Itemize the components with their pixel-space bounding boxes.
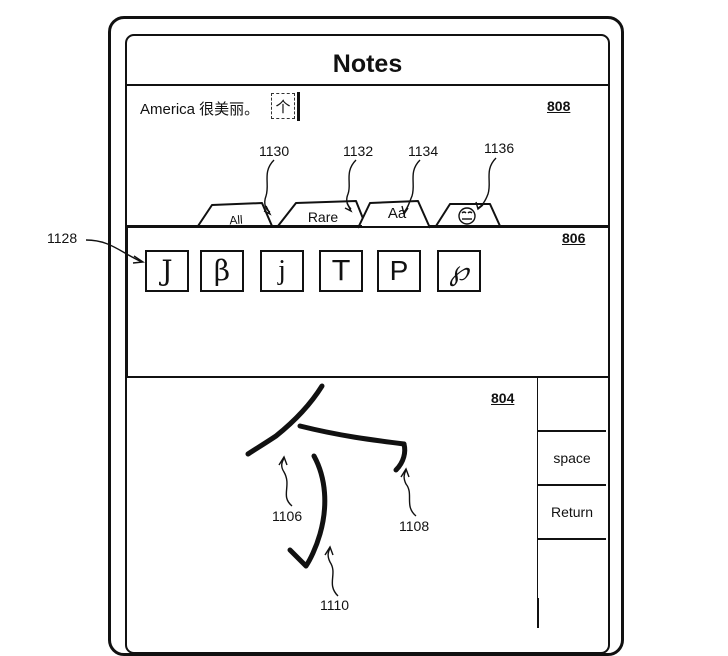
candidate-key[interactable]: j bbox=[260, 250, 304, 292]
candidate-char: J bbox=[161, 254, 173, 287]
tab-emoji bbox=[435, 203, 501, 227]
candidate-key[interactable]: J bbox=[145, 250, 189, 292]
pending-char: 个 bbox=[275, 99, 291, 116]
candidate-panel bbox=[127, 226, 608, 378]
leader-1106 bbox=[281, 457, 293, 507]
ref-numeral-1134: 1134 bbox=[408, 143, 439, 159]
tab-rare-label[interactable]: Rare bbox=[307, 209, 339, 225]
handwriting-stroke-right bbox=[393, 441, 408, 473]
ref-label-candidate-panel: 806 bbox=[562, 230, 586, 246]
text-caret bbox=[297, 92, 300, 121]
candidate-key[interactable]: β bbox=[200, 250, 244, 292]
ref-numeral-1106: 1106 bbox=[272, 508, 303, 524]
return-key[interactable]: Return bbox=[538, 486, 606, 540]
candidate-char: β bbox=[213, 254, 231, 287]
ref-numeral-1128: 1128 bbox=[47, 230, 78, 246]
space-key[interactable]: space bbox=[538, 432, 606, 486]
leader-1136 bbox=[477, 157, 497, 209]
candidate-key[interactable]: ℘ bbox=[437, 250, 481, 292]
handwriting-stroke-top bbox=[245, 383, 325, 457]
tab-all bbox=[197, 202, 273, 227]
ref-numeral-1136: 1136 bbox=[484, 140, 515, 156]
candidate-char: P bbox=[389, 255, 409, 286]
smiley-face-icon bbox=[458, 207, 476, 225]
tab-aa bbox=[357, 200, 431, 229]
leader-1130 bbox=[264, 159, 275, 213]
candidate-char: ℘ bbox=[449, 254, 469, 287]
ref-label-note-area: 808 bbox=[547, 98, 571, 114]
note-text[interactable]: America 很美丽。 bbox=[140, 101, 260, 118]
space-key-label: space bbox=[553, 450, 591, 466]
keyboard-switch-key[interactable] bbox=[538, 540, 606, 598]
delete-key[interactable] bbox=[538, 378, 606, 432]
candidate-key[interactable]: P bbox=[377, 250, 421, 292]
ref-numeral-1108: 1108 bbox=[399, 518, 430, 534]
ref-numeral-1132: 1132 bbox=[343, 143, 374, 159]
ref-label-handwriting-area: 804 bbox=[491, 390, 515, 406]
ref-numeral-1130: 1130 bbox=[259, 143, 290, 159]
handwriting-stroke-bottom bbox=[287, 453, 328, 569]
app-title: Notes bbox=[332, 50, 403, 78]
candidate-char: j bbox=[278, 255, 286, 286]
return-key-label: Return bbox=[550, 504, 594, 520]
tab-rare bbox=[277, 200, 367, 227]
tab-aa-label[interactable]: Aa bbox=[387, 205, 407, 222]
leader-1108 bbox=[403, 469, 417, 517]
candidate-char: T bbox=[332, 254, 350, 287]
header-divider bbox=[127, 84, 608, 86]
ref-numeral-1110: 1110 bbox=[320, 597, 350, 613]
pending-char-box bbox=[271, 93, 295, 119]
leader-1134 bbox=[403, 159, 421, 213]
candidate-key[interactable]: T bbox=[319, 250, 363, 292]
leader-1110 bbox=[327, 547, 339, 597]
handwriting-stroke-left bbox=[297, 423, 407, 447]
leader-1128 bbox=[85, 239, 143, 263]
